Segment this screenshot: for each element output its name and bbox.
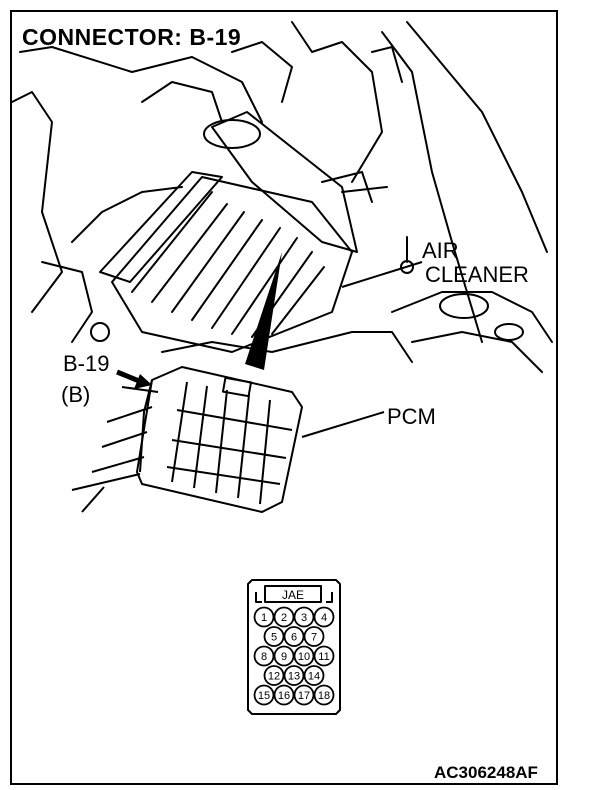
connector-pin-circle: [273, 684, 295, 706]
connector-id-label: B-19: [63, 351, 110, 376]
connector-pin-circle: [313, 606, 335, 628]
connector-pin-circle: [313, 684, 335, 706]
diagram-title: CONNECTOR: B-19: [22, 24, 242, 50]
pointer-wedge: [245, 252, 282, 370]
connector-pin-number: 3: [301, 612, 307, 624]
connector-pin-circle: [263, 665, 285, 686]
connector-pin-number: 9: [281, 651, 287, 663]
connector-pin-number: 15: [258, 690, 270, 702]
connector-pin-circle: [253, 684, 275, 706]
connector-pin-circle: [283, 626, 305, 647]
connector-maker-label: JAE: [282, 588, 304, 602]
connector-pin-circle: [303, 626, 325, 647]
connector-pin-circle: [273, 645, 295, 667]
connector-pin-number: 17: [298, 690, 310, 702]
figure-code: AC306248AF: [434, 763, 538, 782]
connector-pin-number: 11: [318, 651, 329, 663]
pcm-unit: [71, 366, 303, 513]
connector-pin-circle: [303, 665, 325, 686]
air-cleaner-label-line2: CLEANER: [425, 262, 529, 287]
connector-pin-circle: [293, 606, 315, 628]
connector-pin-number: 1: [261, 612, 267, 624]
connector-pin-number: 14: [308, 671, 320, 683]
air-cleaner-leader: [341, 261, 423, 288]
connector-pin-circle: [293, 684, 315, 706]
connector-pin-number: 7: [311, 632, 317, 644]
connector-color-label: (B): [61, 382, 91, 407]
connector-pin-number: 16: [278, 690, 290, 702]
b19-arrow: [116, 369, 152, 389]
connector-pin-number: 10: [298, 651, 310, 663]
connector-pin-circle: [283, 665, 305, 686]
connector-pin-number: 6: [291, 632, 297, 644]
connector-pin-circle: [273, 606, 295, 628]
engine-bay-lines: [12, 21, 553, 373]
connector-pin-number: 13: [288, 671, 300, 683]
air-cleaner-shape: [99, 111, 388, 353]
connector-pin-number: 8: [261, 651, 267, 663]
connector-pin-circle: [263, 626, 285, 647]
connector-face-diagram: [247, 579, 341, 715]
air-cleaner-label-line1: AIR: [422, 238, 459, 263]
connector-pin-circle: [253, 606, 275, 628]
connector-pin-circle: [253, 645, 275, 667]
connector-pin-circle: [293, 645, 315, 667]
connector-pin-number: 5: [271, 632, 277, 644]
connector-pin-number: 18: [318, 690, 330, 702]
connector-pin-number: 12: [268, 671, 280, 683]
connector-pin-number: 4: [321, 612, 327, 624]
connector-pin-number: 2: [281, 612, 287, 624]
pcm-leader: [301, 411, 385, 438]
pcm-label: PCM: [387, 404, 436, 429]
connector-pin-circle: [313, 645, 335, 667]
